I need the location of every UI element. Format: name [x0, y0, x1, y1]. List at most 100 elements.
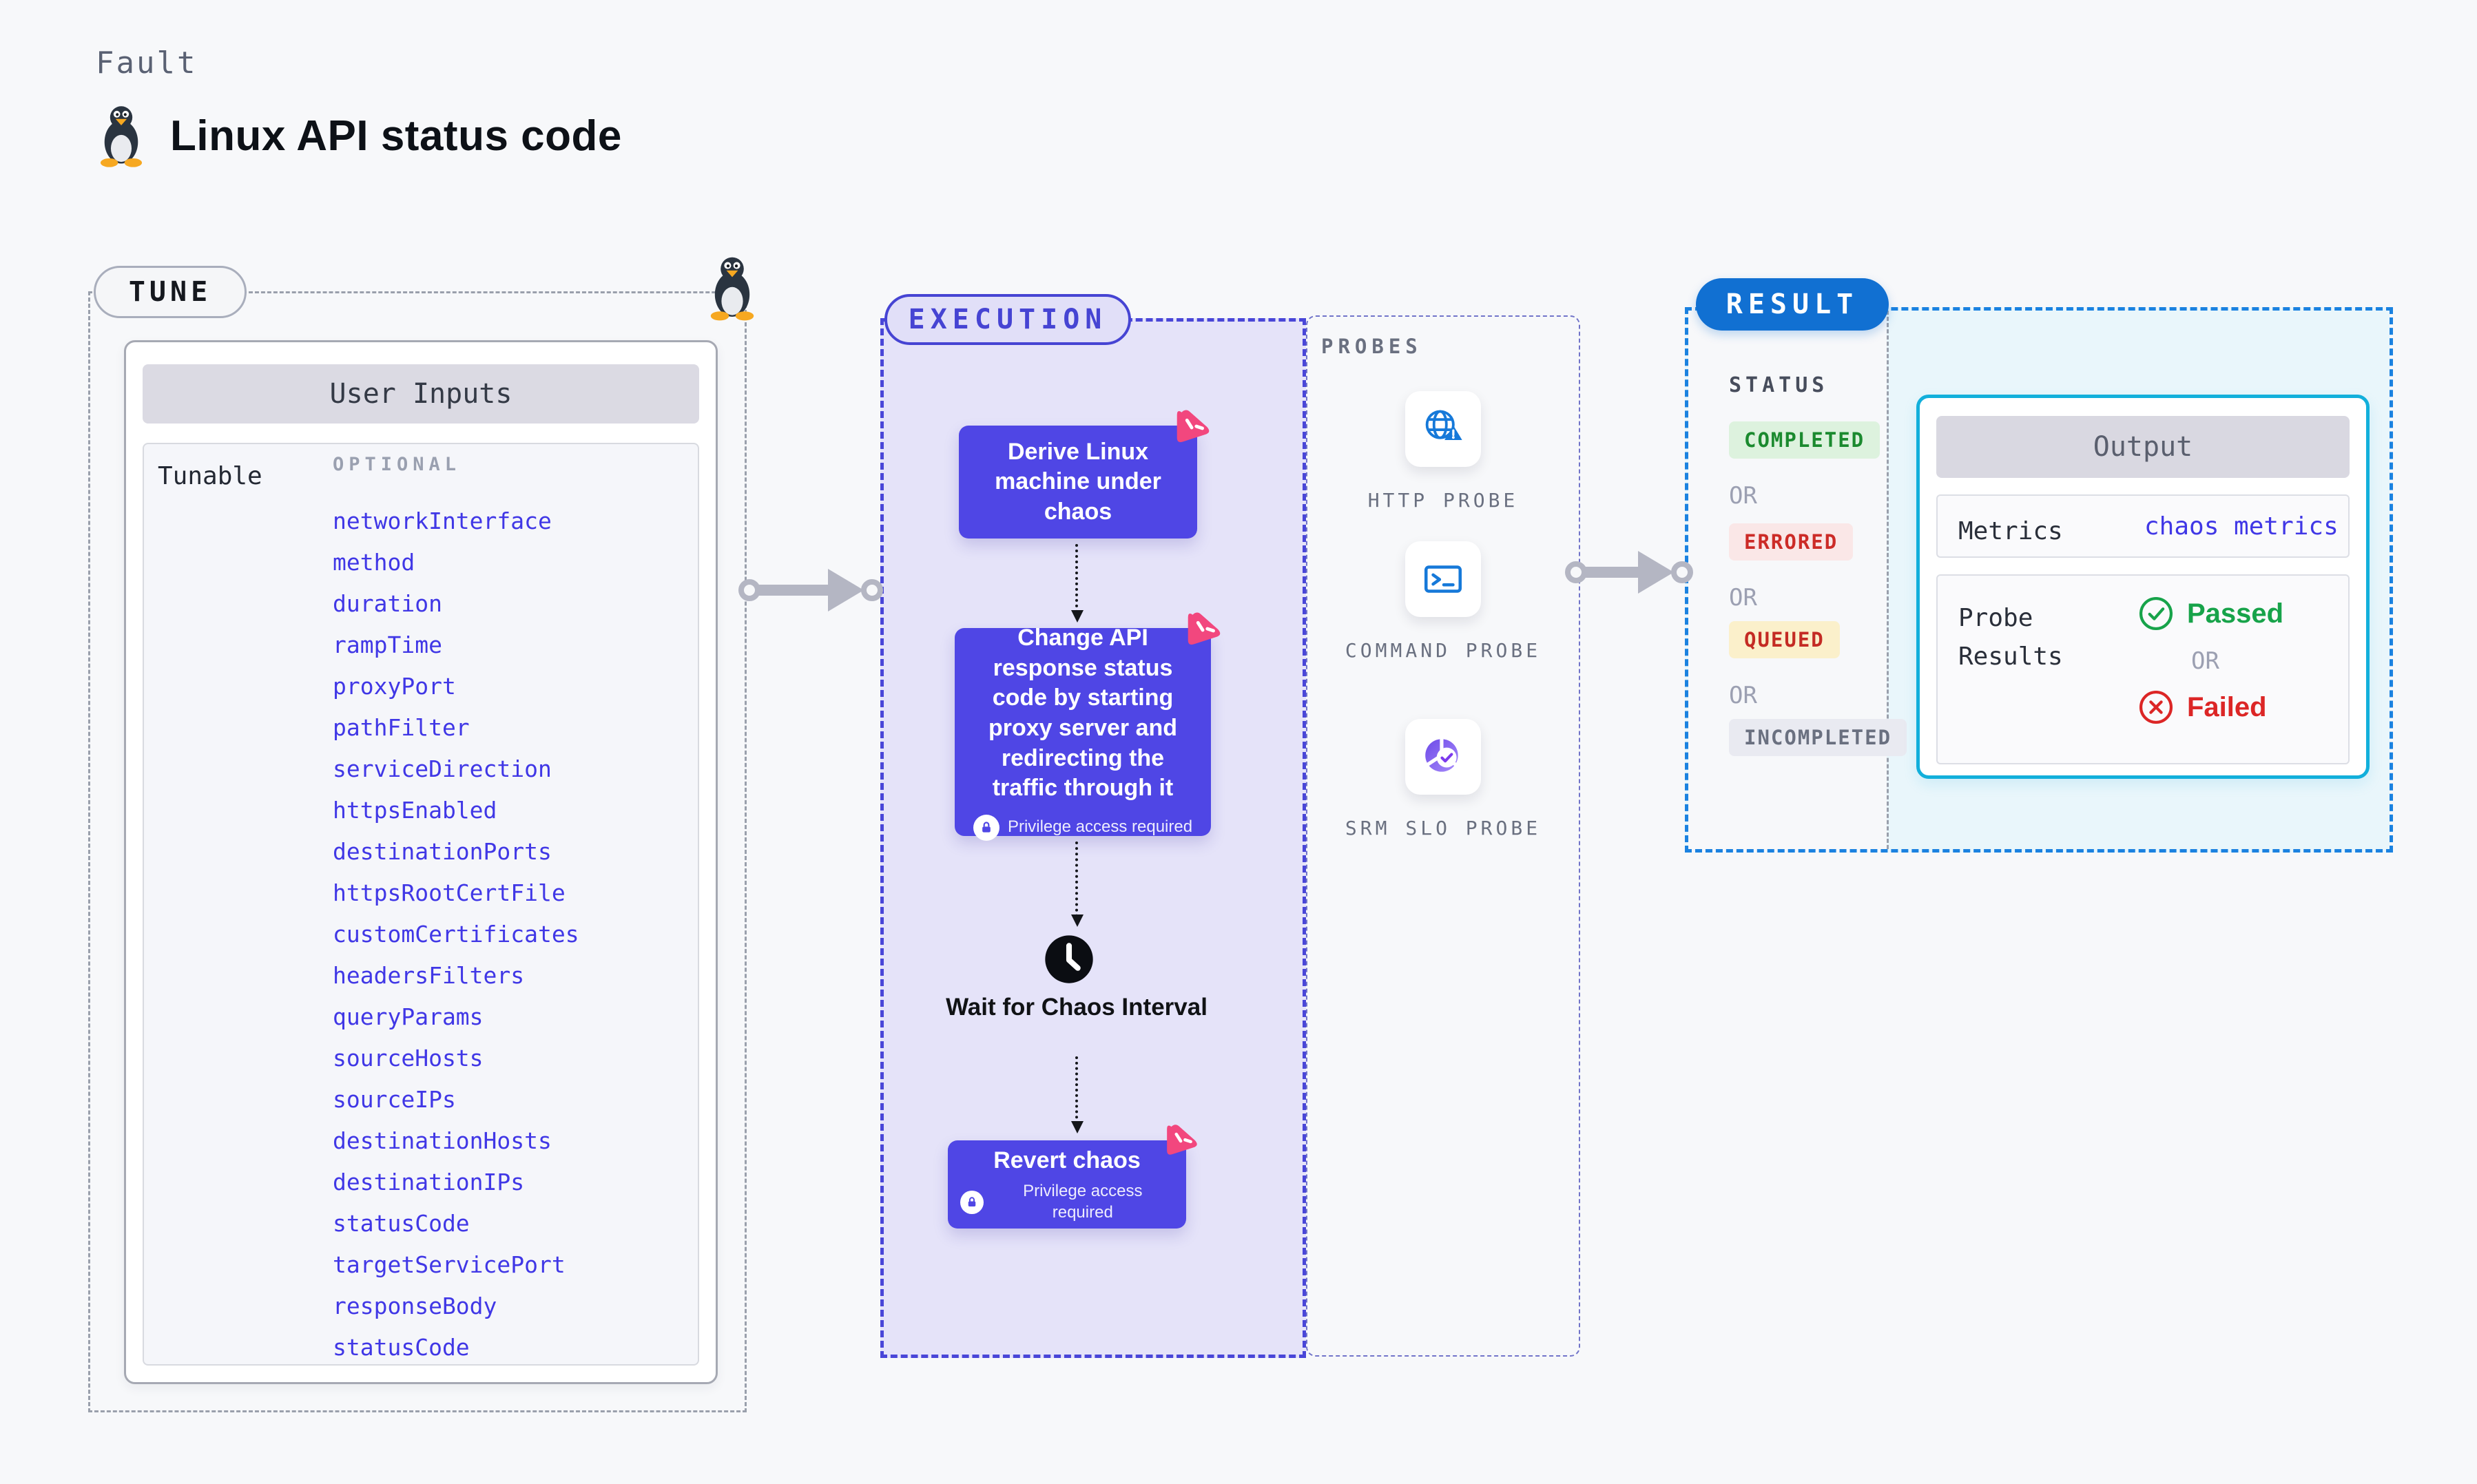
or-separator: OR: [2191, 647, 2219, 675]
step-revert-text: Revert chaos: [993, 1147, 1141, 1173]
tunable-link[interactable]: httpsRootCertFile: [333, 879, 566, 906]
step-change-status-node: Change API response status code by start…: [955, 625, 1211, 841]
tunable-link[interactable]: queryParams: [333, 1003, 484, 1030]
privilege-note: Privilege access required: [1007, 817, 1193, 837]
passed-line: Passed: [2137, 595, 2283, 632]
slo-donut-check-icon: [1424, 736, 1460, 772]
wait-clock-icon: [1044, 934, 1095, 988]
probes-region: [1306, 315, 1580, 1357]
result-pill: RESULT: [1696, 278, 1889, 331]
status-badge-completed: COMPLETED: [1729, 421, 1880, 459]
http-probe-card: [1405, 391, 1481, 467]
page-title: Linux API status code: [170, 112, 622, 160]
flow-connector-1: [1071, 544, 1084, 623]
step-change-text: Change API response status code by start…: [988, 625, 1178, 802]
tune-pill: TUNE: [94, 266, 247, 318]
output-panel: Output Metrics chaos metrics Probe Resul…: [1916, 395, 2370, 779]
tunable-link[interactable]: statusCode: [333, 1210, 470, 1237]
tunable-link[interactable]: proxyPort: [333, 673, 456, 700]
passed-check-icon: [2139, 596, 2173, 631]
execution-to-result-arrow: [1565, 551, 1693, 594]
tunable-link[interactable]: destinationHosts: [333, 1127, 552, 1154]
step-derive-machine-node: Derive Linux machine under chaos: [959, 426, 1197, 539]
chaos-fault-icon: [1182, 609, 1225, 655]
globe-alert-icon: [1425, 410, 1462, 440]
optional-column-header: OPTIONAL: [333, 454, 462, 475]
tunable-link[interactable]: networkInterface: [333, 508, 552, 534]
or-separator: OR: [1729, 482, 1757, 510]
tunable-link[interactable]: pathFilter: [333, 714, 470, 741]
tunable-link[interactable]: rampTime: [333, 631, 442, 658]
tunable-list: networkInterface method duration rampTime pr…: [333, 508, 579, 1375]
chaos-fault-icon: [1161, 1121, 1201, 1164]
probes-section-label: PROBES: [1321, 335, 1422, 358]
lock-icon: [973, 814, 999, 841]
execution-pill: EXECUTION: [884, 294, 1131, 345]
tunable-link[interactable]: responseBody: [333, 1293, 497, 1319]
tunable-link[interactable]: serviceDirection: [333, 755, 552, 782]
status-badge-errored: ERRORED: [1729, 523, 1854, 561]
tux-penguin-corner-icon: [705, 255, 759, 324]
terminal-icon: [1424, 565, 1462, 593]
output-header: Output: [1936, 416, 2350, 478]
arrow-head: [828, 569, 864, 612]
status-badge-queued: QUEUED: [1729, 621, 1840, 658]
result-divider: [1887, 311, 1889, 849]
status-section-label: STATUS: [1729, 373, 1829, 397]
tunable-link[interactable]: destinationIPs: [333, 1169, 525, 1195]
srm-slo-probe-label: SRM SLO PROBE: [1345, 817, 1542, 839]
arrow-start-connector: [1565, 561, 1587, 583]
user-inputs-body: Tunable OPTIONAL networkInterface method d…: [143, 443, 699, 1366]
metrics-row: Metrics chaos metrics: [1936, 494, 2350, 558]
privilege-row: Privilege access required: [973, 814, 1193, 841]
metrics-value-link[interactable]: chaos metrics: [2144, 512, 2339, 541]
tune-to-execution-arrow: [738, 569, 883, 612]
failed-line: Failed: [2137, 689, 2283, 726]
tunable-link[interactable]: sourceHosts: [333, 1045, 484, 1072]
lock-icon: [960, 1190, 984, 1214]
command-probe-label: COMMAND PROBE: [1345, 639, 1542, 662]
flow-connector-3: [1071, 1056, 1084, 1133]
probe-results-label: Probe Results: [1958, 604, 2063, 671]
step-derive-text: Derive Linux machine under chaos: [995, 438, 1161, 525]
tunable-link[interactable]: httpsEnabled: [333, 797, 497, 824]
status-badge-incompleted: INCOMPLETED: [1729, 719, 1907, 756]
failed-label: Failed: [2187, 691, 2267, 722]
arrow-start-connector: [738, 579, 760, 601]
chaos-fault-icon: [1171, 406, 1214, 452]
arrow-end-connector: [861, 579, 883, 601]
arrow-shaft: [758, 585, 830, 596]
user-inputs-panel: User Inputs Tunable OPTIONAL networkInte…: [124, 340, 718, 1384]
tunable-link[interactable]: statusCode: [333, 1334, 470, 1361]
srm-slo-probe-card: [1405, 719, 1481, 795]
tunable-link[interactable]: duration: [333, 590, 442, 617]
tunable-row-label: Tunable: [158, 462, 262, 490]
tune-region: [88, 291, 747, 1412]
page-title-row: Linux API status code: [96, 103, 622, 168]
fault-kicker: Fault: [96, 45, 198, 81]
flow-connector-2: [1071, 842, 1084, 927]
passed-label: Passed: [2187, 598, 2284, 629]
tunable-link[interactable]: destinationPorts: [333, 838, 552, 865]
probe-results-values: Passed OR Failed: [2137, 595, 2283, 726]
tunable-link[interactable]: sourceIPs: [333, 1086, 456, 1113]
privilege-note: Privilege access required: [1023, 1182, 1143, 1222]
command-probe-card: [1405, 541, 1481, 617]
tunable-link[interactable]: targetServicePort: [333, 1251, 566, 1278]
tunable-link[interactable]: headersFilters: [333, 962, 525, 989]
arrow-end-connector: [1671, 561, 1693, 583]
tunable-link[interactable]: method: [333, 549, 415, 576]
user-inputs-header: User Inputs: [143, 364, 699, 424]
failed-x-icon: [2139, 690, 2173, 724]
probe-results-row: Probe Results Passed OR Failed: [1936, 574, 2350, 764]
arrow-head: [1638, 551, 1674, 594]
tux-penguin-icon: [100, 106, 143, 167]
metrics-label: Metrics: [1958, 517, 2063, 545]
privilege-row: Privilege access required: [960, 1181, 1174, 1223]
http-probe-label: HTTP PROBE: [1367, 489, 1519, 512]
wait-step-label: Wait for Chaos Interval: [946, 994, 1208, 1021]
arrow-shaft: [1585, 567, 1640, 578]
step-revert-chaos-node: Revert chaos Privilege access required: [948, 1140, 1186, 1229]
tunable-link[interactable]: customCertificates: [333, 921, 579, 948]
